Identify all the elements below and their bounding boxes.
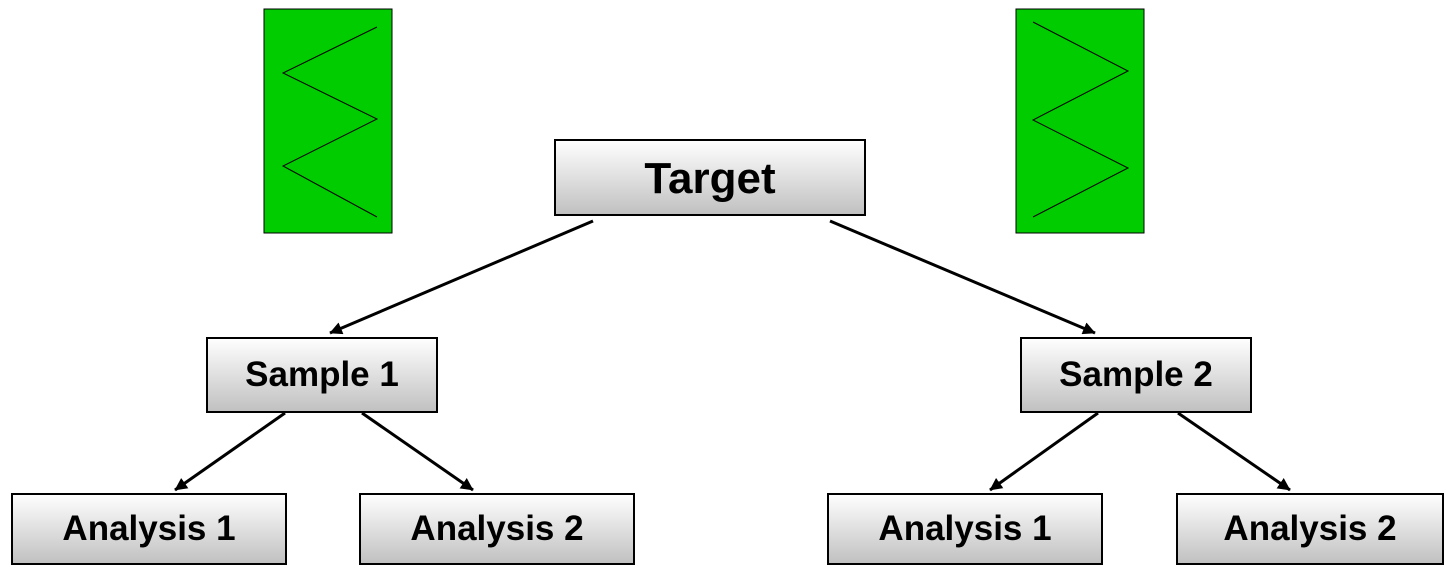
node-sample-2-analysis-1: Analysis 1 — [827, 493, 1103, 565]
arrow-target-to-sample-2 — [829, 219, 1096, 335]
arrow-sample-2-to-analysis-1 — [989, 411, 1099, 492]
node-sample-2-analysis-1-label: Analysis 1 — [878, 509, 1051, 548]
zigzag-icon-left — [263, 8, 393, 234]
node-sample-1-analysis-2-label: Analysis 2 — [410, 509, 583, 548]
node-sample-2-label: Sample 2 — [1059, 355, 1213, 394]
node-sample-1-analysis-1: Analysis 1 — [11, 493, 287, 565]
node-sample-1-label: Sample 1 — [245, 355, 399, 394]
node-sample-2-analysis-2-label: Analysis 2 — [1223, 509, 1396, 548]
arrow-sample-2-to-analysis-2 — [1177, 411, 1291, 492]
zigzag-icon-right — [1015, 8, 1145, 234]
edges — [174, 219, 1291, 492]
node-sample-1-analysis-1-label: Analysis 1 — [62, 509, 235, 548]
node-sample-2-analysis-2: Analysis 2 — [1176, 493, 1444, 565]
arrow-target-to-sample-1 — [329, 219, 594, 335]
node-target: Target — [554, 139, 866, 216]
arrow-sample-1-to-analysis-2 — [361, 411, 474, 492]
node-sample-1-analysis-2: Analysis 2 — [359, 493, 635, 565]
arrow-sample-1-to-analysis-1 — [174, 411, 286, 492]
node-sample-2: Sample 2 — [1020, 337, 1252, 413]
node-sample-1: Sample 1 — [206, 337, 438, 413]
node-target-label: Target — [644, 154, 776, 203]
